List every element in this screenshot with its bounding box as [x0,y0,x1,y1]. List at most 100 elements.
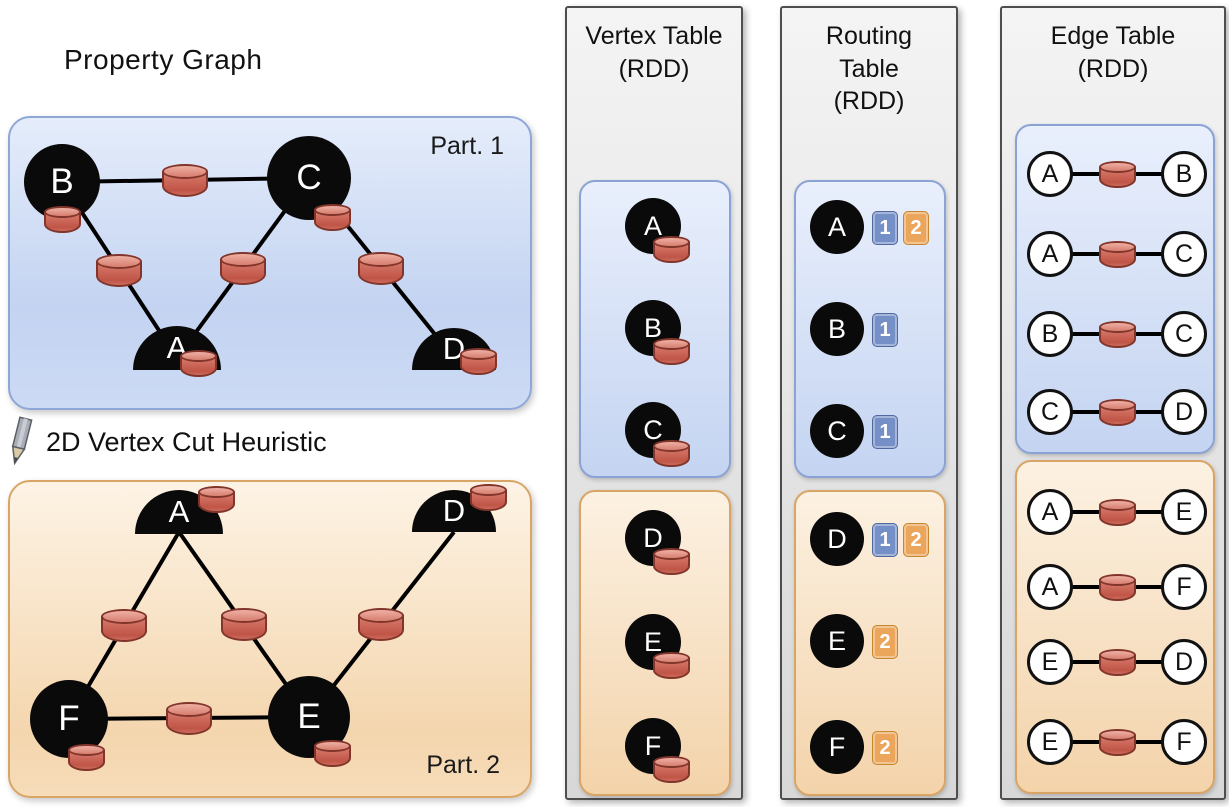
edge-property-cylinder-icon [96,254,142,287]
vertex-label: D [827,523,847,554]
routing-entry: D 1 2 [796,512,948,568]
vertex-label: E [297,697,321,736]
graph-vertex: B [810,302,864,356]
edge-endpoint: D [1161,389,1207,435]
routing-table-title-line: Table [839,54,899,83]
edge-endpoint: C [1161,311,1207,357]
edge-endpoint: D [1161,639,1207,685]
cut-heuristic-label: 2D Vertex Cut Heuristic [46,426,327,457]
graph-vertex: E [810,614,864,668]
routing-entry: C 1 [796,404,948,460]
edge-endpoint: E [1027,639,1073,685]
edge-property-cylinder-icon [1099,574,1136,601]
vertex-label: A [1041,497,1059,526]
vertex-property-cylinder-icon [653,548,690,575]
vertex-label: D [1174,397,1194,426]
vertex-property-cylinder-icon [653,440,690,467]
vertex-label: D [442,331,466,366]
edge-property-cylinder-icon [1099,161,1136,188]
vertex-label: A [1041,239,1059,268]
vertex-label: C [296,158,322,197]
routing-partition-badge: 2 [872,625,898,659]
vertex-table-column: Vertex Table (RDD) A B C D E F [565,6,743,800]
pencil-icon [11,416,33,466]
vertex-entry: E [625,614,697,679]
vertex-label: A [1041,572,1059,601]
vertex-property-cylinder-icon [653,338,690,365]
edge-row: E D [1027,639,1207,685]
vertex-label: E [1175,497,1193,526]
routing-entry: E 2 [796,614,948,670]
partition-2-label: Part. 2 [426,751,500,779]
edge-endpoint: C [1027,389,1073,435]
vertex-property-cylinder-icon [180,350,217,377]
graph-vertex: A [810,200,864,254]
edge-row: B C [1027,311,1207,357]
edge-property-cylinder-icon [101,609,147,642]
routing-partition-badge: 2 [872,731,898,765]
edge-endpoint: F [1161,564,1207,610]
routing-entry: B 1 [796,302,948,358]
edge-row: A B [1027,151,1207,197]
edge-property-cylinder-icon [1099,321,1136,348]
vertex-table-part1-box: A B C [579,180,731,478]
vertex-entry: A [625,198,697,263]
routing-table-title: Routing Table (RDD) [782,20,956,118]
vertex-label: A [168,494,190,529]
vertex-property-cylinder-icon [314,204,351,231]
vertex-label: F [828,731,846,762]
routing-partition-badge: 1 [872,313,898,347]
edge-table-part1-box: A B A C B C C D [1015,124,1215,454]
graph-vertex: F [810,720,864,774]
vertex-label: F [1176,572,1192,601]
vertex-entry: B [625,300,697,365]
vertex-property-cylinder-icon [470,484,507,511]
vertex-property-cylinder-icon [653,756,690,783]
edge-endpoint: E [1027,719,1073,765]
routing-partition-badge: 1 [872,415,898,449]
routing-table-part1-box: A 1 2 B 1 C 1 [794,180,946,478]
partition-1-box: Part. 1 B C A D [8,116,532,410]
edge-property-cylinder-icon [1099,499,1136,526]
vertex-label: E [643,626,662,657]
vertex-property-cylinder-icon [653,236,690,263]
edge-property-cylinder-icon [220,252,266,285]
edge-endpoint: A [1027,231,1073,277]
edge-endpoint: B [1161,151,1207,197]
vertex-entry: F [625,718,697,783]
edge-property-cylinder-icon [1099,649,1136,676]
routing-table-column: Routing Table (RDD) A 1 2 B 1 C 1 D 1 2 … [780,6,958,800]
edge-endpoint: A [1027,489,1073,535]
vertex-property-cylinder-icon [653,652,690,679]
vertex-label: B [50,162,74,201]
graph-vertex: D [810,512,864,566]
vertex-label: E [1041,727,1059,756]
vertex-label: E [827,625,846,656]
edge-property-cylinder-icon [1099,399,1136,426]
vertex-property-cylinder-icon [68,744,105,771]
vertex-label: F [1176,727,1192,756]
vertex-label: C [827,415,847,446]
vertex-entry: C [625,402,697,467]
edge-property-cylinder-icon [1099,241,1136,268]
edge-row: A E [1027,489,1207,535]
edge-endpoint: A [1027,151,1073,197]
edge-property-cylinder-icon [166,702,212,735]
vertex-label: D [1174,647,1194,676]
vertex-label: B [643,312,662,343]
vertex-label: A [827,211,846,242]
vertex-label: C [1174,319,1194,348]
vertex-label: A [1041,159,1059,188]
routing-partition-badge: 1 [872,211,898,245]
vertex-table-part2-box: D E F [579,490,731,796]
vertex-table-title-line: (RDD) [618,54,690,83]
vertex-table-title: Vertex Table (RDD) [567,20,741,85]
routing-table-title-line: (RDD) [833,87,905,115]
edge-endpoint: B [1027,311,1073,357]
page-title: Property Graph [64,44,263,75]
vertex-label: F [58,699,80,738]
vertex-label: B [1175,159,1193,188]
edge-row: C D [1027,389,1207,435]
edge-property-cylinder-icon [162,164,208,197]
edge-row: E F [1027,719,1207,765]
